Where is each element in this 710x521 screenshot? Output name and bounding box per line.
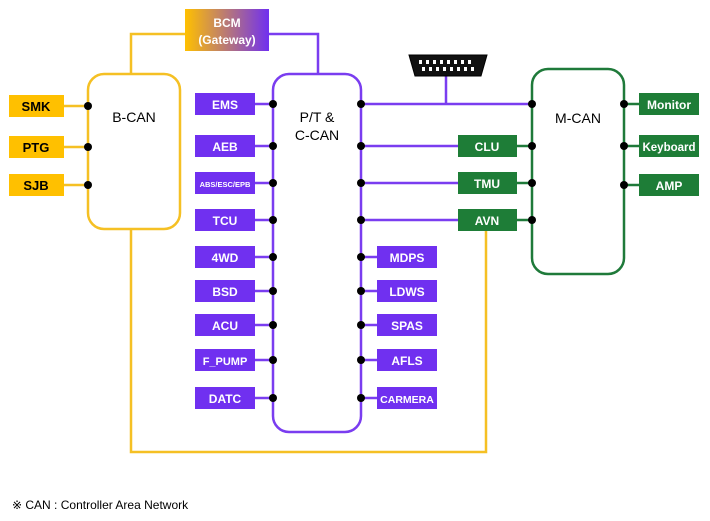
- obd-connector-icon: [408, 54, 488, 77]
- svg-text:Monitor: Monitor: [647, 98, 691, 112]
- ecu-sjb: SJB: [9, 174, 64, 196]
- footnote: ※ CAN : Controller Area Network: [12, 498, 189, 512]
- ecu-ldws: LDWS: [377, 280, 437, 302]
- svg-text:DATC: DATC: [209, 392, 242, 406]
- ecu-ems: EMS: [195, 93, 255, 115]
- ecu-avn: AVN: [458, 209, 517, 231]
- svg-text:ABS/ESC/EPB: ABS/ESC/EPB: [200, 180, 251, 189]
- svg-text:AFLS: AFLS: [391, 354, 422, 368]
- ecu-clu: CLU: [458, 135, 517, 157]
- ecu-carmera: CARMERA: [377, 387, 437, 409]
- ecu-mdps: MDPS: [377, 246, 437, 268]
- ecu-smk: SMK: [9, 95, 64, 117]
- svg-text:PTG: PTG: [23, 140, 50, 155]
- svg-text:BSD: BSD: [212, 285, 238, 299]
- pt-c-can-label-line2: C-CAN: [295, 127, 339, 143]
- svg-text:SJB: SJB: [23, 178, 48, 193]
- svg-text:CLU: CLU: [475, 140, 500, 154]
- svg-text:F_PUMP: F_PUMP: [203, 356, 248, 368]
- b-can-label: B-CAN: [112, 109, 156, 125]
- svg-text:CARMERA: CARMERA: [380, 394, 434, 406]
- ecu-keyboard: Keyboard: [639, 135, 699, 157]
- ecu-datc: DATC: [195, 387, 255, 409]
- gateway-label: (Gateway): [198, 33, 255, 47]
- ecu-aeb: AEB: [195, 135, 255, 157]
- svg-text:TCU: TCU: [213, 214, 238, 228]
- ecu-acu: ACU: [195, 314, 255, 336]
- svg-text:AEB: AEB: [212, 140, 238, 154]
- b-can-wiring: [64, 32, 488, 454]
- svg-text:EMS: EMS: [212, 98, 238, 112]
- ecu-f-pump: F_PUMP: [195, 349, 255, 371]
- ecu-tcu: TCU: [195, 209, 255, 231]
- bcm-gateway: BCM (Gateway): [185, 9, 269, 51]
- ecu-bsd: BSD: [195, 280, 255, 302]
- svg-text:LDWS: LDWS: [389, 285, 424, 299]
- m-can-label: M-CAN: [555, 110, 601, 126]
- b-can-bus: [86, 72, 182, 231]
- svg-text:4WD: 4WD: [212, 251, 239, 265]
- svg-text:ACU: ACU: [212, 319, 238, 333]
- connection-dots: [84, 100, 628, 402]
- svg-text:AMP: AMP: [656, 179, 683, 193]
- svg-text:SPAS: SPAS: [391, 319, 423, 333]
- ecu-monitor: Monitor: [639, 93, 699, 115]
- ecu-abs-esc-epb: ABS/ESC/EPB: [195, 172, 255, 194]
- svg-text:MDPS: MDPS: [390, 251, 425, 265]
- ecu-4wd: 4WD: [195, 246, 255, 268]
- ecu-tmu: TMU: [458, 172, 517, 194]
- ecu-amp: AMP: [639, 174, 699, 196]
- m-can-bus: [530, 67, 626, 276]
- svg-text:TMU: TMU: [474, 177, 500, 191]
- pt-c-can-label-line1: P/T &: [300, 109, 335, 125]
- ecu-ptg: PTG: [9, 136, 64, 158]
- svg-text:Keyboard: Keyboard: [642, 142, 695, 154]
- ecu-afls: AFLS: [377, 349, 437, 371]
- svg-text:SMK: SMK: [22, 99, 52, 114]
- bcm-label: BCM: [213, 16, 240, 30]
- svg-text:AVN: AVN: [475, 214, 499, 228]
- ecu-spas: SPAS: [377, 314, 437, 336]
